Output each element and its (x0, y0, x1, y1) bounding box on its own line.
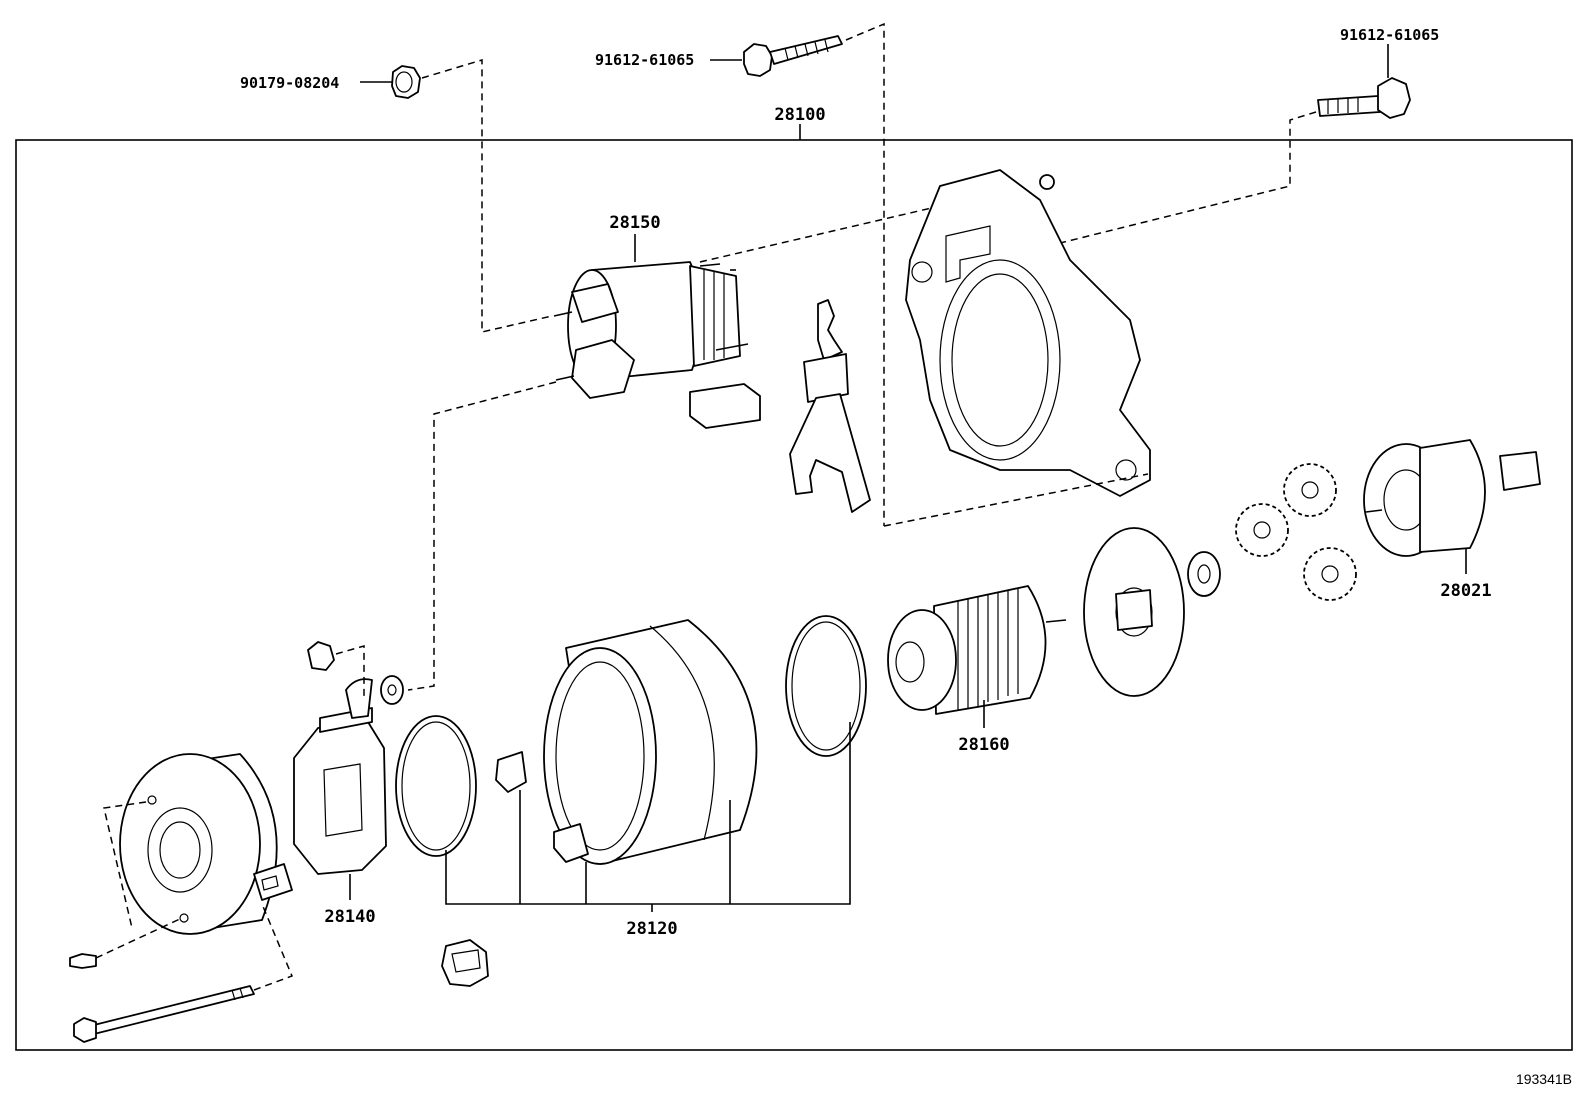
bracket-28120 (445, 722, 851, 912)
planet-gear-1 (1283, 463, 1337, 517)
brush-holder-28140 (293, 678, 387, 875)
planet-gear-3 (1303, 547, 1357, 601)
dash-end-frame-screw (95, 917, 183, 959)
planet-gear-2 (1235, 503, 1289, 557)
screw-end-frame (69, 953, 97, 969)
yoke-28120 (543, 619, 758, 865)
reference-code: 193341B (1516, 1071, 1572, 1087)
dash-housing-bottom (883, 473, 1149, 527)
callout-90179-08204: 90179-08204 (240, 74, 339, 92)
washer (1187, 551, 1221, 597)
callout-28150: 28150 (609, 213, 660, 233)
assembly-label-28100: 28100 (774, 105, 825, 125)
callout-28021: 28021 (1440, 581, 1491, 601)
bolt-91612-61065-center (710, 35, 843, 77)
bolt-91612-61065-right (1317, 44, 1411, 119)
dash-solenoid-terminal (407, 381, 557, 691)
assembly-frame (15, 139, 1573, 1051)
callout-28120: 28120 (626, 919, 677, 939)
nut-brush (307, 641, 335, 671)
clip-1 (495, 751, 527, 793)
seal-block (689, 383, 761, 429)
solenoid-28150 (553, 261, 749, 399)
dash-end-frame-top (103, 801, 147, 929)
drive-housing (905, 169, 1151, 497)
through-bolt (73, 985, 255, 1043)
end-frame (119, 753, 293, 935)
dash-91612-right (1039, 111, 1317, 249)
clip-2 (553, 823, 589, 863)
dash-90179 (421, 58, 553, 333)
armature-28160 (887, 585, 1067, 715)
dash-solenoid-housing (699, 205, 941, 263)
callout-28140: 28140 (324, 907, 375, 927)
washer-brush (380, 675, 404, 705)
callout-91612-61065-right: 91612-61065 (1340, 26, 1439, 44)
o-ring-small (395, 715, 477, 857)
dash-nut-brush (335, 645, 365, 700)
dash-91612-center (845, 22, 885, 526)
brush-cap (441, 939, 489, 987)
o-ring-large (785, 615, 867, 757)
dash-through-bolt (253, 903, 293, 991)
nut-90179-08204 (360, 65, 421, 99)
callout-28160: 28160 (958, 735, 1009, 755)
internal-gear-plate (1083, 527, 1185, 697)
planetary-gear-carrier-28021 (1363, 439, 1541, 557)
shift-lever (789, 299, 871, 513)
callout-91612-61065-center: 91612-61065 (595, 51, 694, 69)
